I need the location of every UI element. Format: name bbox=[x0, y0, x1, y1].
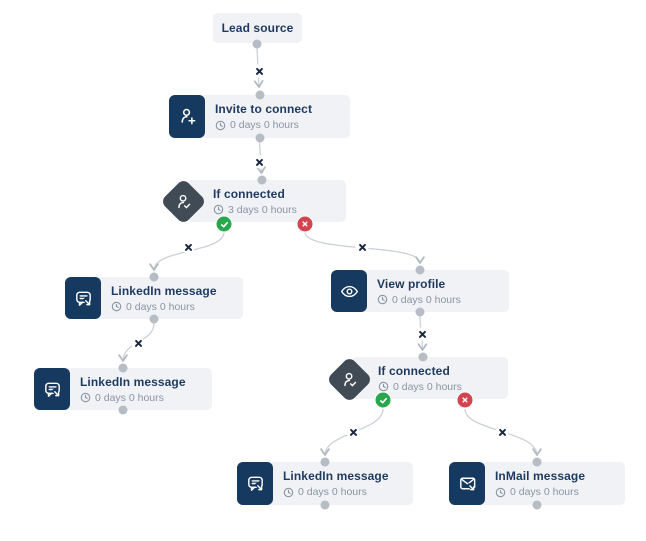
chat-message-icon bbox=[237, 462, 273, 505]
connection-port[interactable] bbox=[532, 457, 542, 467]
clock-icon bbox=[213, 204, 224, 215]
node-delay: 0 days 0 hours bbox=[215, 119, 312, 131]
edge-delete-icon[interactable] bbox=[253, 155, 266, 169]
chat-message-icon bbox=[65, 277, 101, 319]
node-lead-source[interactable]: Lead source bbox=[213, 13, 302, 43]
connection-port[interactable] bbox=[252, 39, 262, 49]
clock-icon bbox=[378, 381, 389, 392]
edge-delete-icon[interactable] bbox=[355, 240, 369, 254]
node-title: LinkedIn message bbox=[111, 283, 217, 298]
person-check-icon bbox=[326, 356, 373, 403]
yes-branch-icon bbox=[374, 391, 392, 409]
connection-port[interactable] bbox=[255, 90, 264, 100]
edge-delete-icon[interactable] bbox=[252, 64, 266, 78]
node-delay: 0 days 0 hours bbox=[495, 486, 585, 498]
node-title: If connected bbox=[378, 363, 450, 378]
yes-branch-icon bbox=[215, 215, 233, 233]
node-view-profile[interactable]: View profile 0 days 0 hours bbox=[331, 270, 509, 312]
node-title: View profile bbox=[377, 276, 446, 291]
clock-icon bbox=[215, 120, 226, 130]
connection-port[interactable] bbox=[255, 133, 264, 143]
no-branch-icon bbox=[456, 391, 474, 409]
person-check-icon bbox=[160, 178, 207, 225]
clock-icon bbox=[495, 487, 506, 497]
node-title: LinkedIn message bbox=[283, 469, 389, 483]
node-delay: 0 days 0 hours bbox=[377, 294, 461, 306]
node-title: Invite to connect bbox=[215, 102, 313, 116]
node-delay: 3 days 0 hours bbox=[213, 204, 346, 216]
no-branch-icon bbox=[296, 215, 314, 233]
person-add-icon bbox=[169, 95, 205, 138]
connection-port[interactable] bbox=[532, 500, 542, 510]
clock-icon bbox=[377, 294, 388, 305]
connection-port[interactable] bbox=[320, 500, 330, 510]
connection-port[interactable] bbox=[149, 272, 159, 282]
node-title: Lead source bbox=[221, 21, 294, 35]
connection-port[interactable] bbox=[149, 314, 159, 324]
node-delay: 0 days 0 hours bbox=[111, 301, 217, 313]
node-if-connected-2[interactable]: If connected 0 days 0 hours bbox=[352, 357, 508, 399]
clock-icon bbox=[283, 487, 294, 497]
clock-icon bbox=[80, 392, 91, 403]
node-delay: 0 days 0 hours bbox=[283, 486, 389, 498]
node-delay: 0 days 0 hours bbox=[378, 381, 508, 393]
connection-port[interactable] bbox=[257, 175, 267, 185]
connection-port[interactable] bbox=[415, 307, 425, 317]
node-if-connected-1[interactable]: If connected 3 days 0 hours bbox=[187, 180, 346, 222]
connection-port[interactable] bbox=[415, 265, 425, 275]
node-inmail-message[interactable]: InMail message 0 days 0 hours bbox=[449, 462, 625, 505]
connection-port[interactable] bbox=[118, 405, 128, 415]
connection-port[interactable] bbox=[320, 457, 330, 467]
node-invite-to-connect[interactable]: Invite to connect 0 days 0 hours bbox=[169, 95, 350, 138]
chat-message-icon bbox=[34, 368, 70, 410]
connection-port[interactable] bbox=[418, 352, 428, 362]
clock-icon bbox=[111, 301, 122, 312]
mail-arrow-icon bbox=[449, 462, 485, 505]
node-delay: 0 days 0 hours bbox=[80, 392, 186, 404]
node-title: If connected bbox=[213, 186, 285, 201]
node-linkedin-message-1[interactable]: LinkedIn message 0 days 0 hours bbox=[65, 277, 243, 319]
edge-delete-icon[interactable] bbox=[415, 327, 429, 341]
node-title: InMail message bbox=[495, 469, 586, 483]
node-title: LinkedIn message bbox=[80, 374, 186, 389]
edge-delete-icon[interactable] bbox=[346, 425, 360, 439]
node-linkedin-message-2[interactable]: LinkedIn message 0 days 0 hours bbox=[34, 368, 212, 410]
connection-port[interactable] bbox=[118, 363, 128, 373]
node-linkedin-message-3[interactable]: LinkedIn message 0 days 0 hours bbox=[237, 462, 413, 505]
edge-delete-icon[interactable] bbox=[131, 336, 145, 350]
edge-delete-icon[interactable] bbox=[495, 425, 509, 439]
eye-icon bbox=[331, 270, 367, 312]
edge-delete-icon[interactable] bbox=[181, 240, 195, 254]
